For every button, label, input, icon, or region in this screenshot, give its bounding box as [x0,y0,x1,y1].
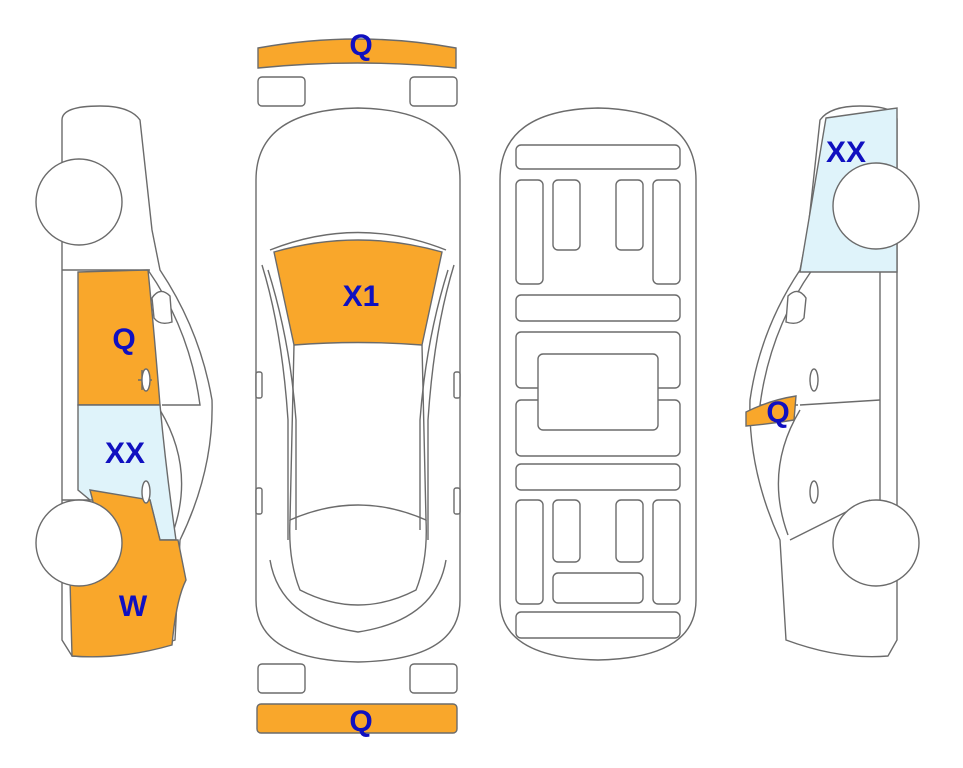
right-front-wheel [832,162,920,250]
front-bumper-label: Q [349,29,372,62]
rear-bumper-part[interactable] [256,703,458,734]
front-left-light [257,76,306,107]
rear-bumper-label: Q [349,705,372,738]
right-door-handles [785,290,819,504]
left-rear-wheel [35,499,123,587]
left-front-door-label: Q [112,323,135,356]
rear-left-light [257,663,306,694]
right-rear-wheel [832,499,920,587]
left-door-handles [138,290,173,504]
right-rear-quarter-label: XX [826,136,866,169]
windshield-label: X1 [343,280,380,313]
windshield-part[interactable] [273,239,443,346]
left-rear-quarter-label: W [119,590,148,623]
underbody-view [499,107,697,661]
top-view-car [255,107,461,663]
front-right-light [409,76,458,107]
left-front-wheel [35,158,123,246]
right-door-part[interactable] [745,395,797,427]
rear-right-light [409,663,458,694]
left-rear-door-label: XX [105,437,145,470]
right-door-label: Q [766,396,789,429]
front-bumper-part[interactable] [257,38,457,69]
